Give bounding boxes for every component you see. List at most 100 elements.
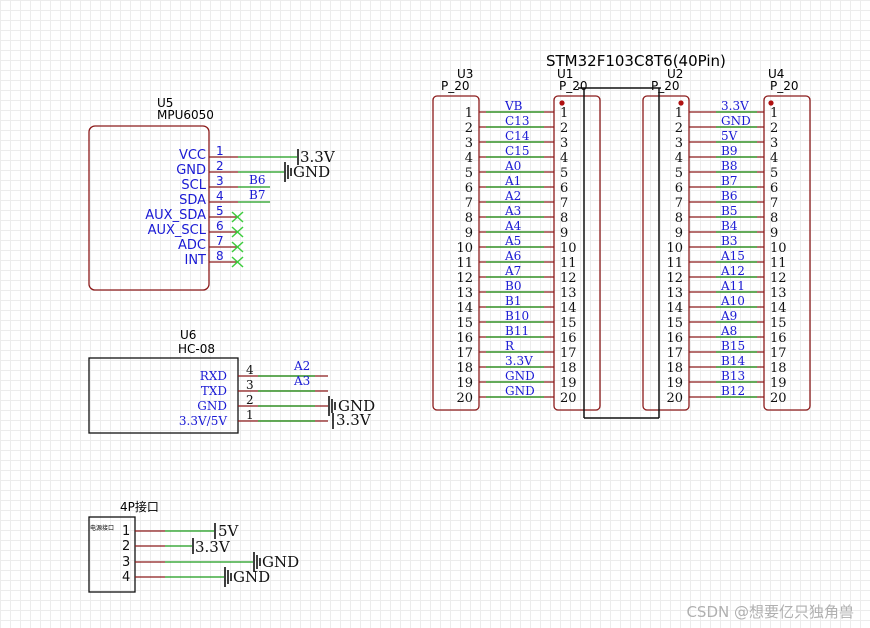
u3-pin-number: 8: [465, 211, 473, 226]
u2-pin-number: 8: [675, 211, 683, 226]
u6-gnd-net: GND: [338, 397, 375, 415]
u5-pin-number: 6: [216, 219, 224, 233]
u4-pin-number: 18: [770, 361, 787, 376]
u1-pin-number: 9: [560, 226, 568, 241]
u3-pin-number: 11: [456, 256, 473, 271]
left-net-label: A3: [504, 204, 521, 218]
u5-pin-name: AUX_SDA: [145, 208, 206, 223]
u1-body: [553, 95, 601, 411]
u4-part-name: P_20: [770, 79, 799, 93]
u6-pin-number: 2: [246, 393, 254, 407]
u2-pin-number: 11: [666, 256, 683, 271]
left-net-label: B1: [505, 294, 521, 308]
connector-part-name: 4P接口: [120, 499, 159, 514]
u3-pin-number: 3: [465, 136, 473, 151]
connector-gnd-net-1: GND: [262, 553, 299, 571]
u6-txd-net: A3: [293, 374, 310, 388]
header-u4[interactable]: U4 P_20: [763, 67, 811, 411]
u2-pin-number: 18: [666, 361, 683, 376]
left-net-label: A0: [504, 159, 521, 173]
u1-pin-number: 6: [560, 181, 568, 196]
u1-pin1-marker: [559, 100, 565, 106]
u3-pin-number: 17: [456, 346, 473, 361]
left-net-label: GND: [505, 384, 535, 398]
u1-pin-number: 3: [560, 136, 568, 151]
u2-pin-number: 3: [675, 136, 683, 151]
left-net-label: A1: [504, 174, 521, 188]
4p-connector-component[interactable]: 4P接口 电源接口: [88, 499, 159, 593]
u6-pin-number: 1: [246, 408, 254, 422]
u5-pin-number: 4: [216, 189, 224, 203]
left-net-label: B11: [505, 324, 529, 338]
header-u2[interactable]: U2 P_20: [642, 67, 690, 411]
u1-pin-number: 4: [560, 151, 568, 166]
connector-gnd-net-2: GND: [233, 568, 270, 586]
stm32-board-outline: [578, 87, 661, 419]
u5-pin-number: 8: [216, 249, 224, 263]
u3-pin-number: 14: [456, 301, 473, 316]
right-net-label: 5V: [721, 129, 738, 143]
u2-body: [642, 95, 690, 411]
u4-pin-number: 8: [770, 211, 778, 226]
u5-scl-net: B6: [249, 173, 265, 187]
right-net-label: B3: [721, 234, 737, 248]
u4-pin-number: 11: [770, 256, 787, 271]
u6-rxd-net: A2: [293, 359, 310, 373]
u3-pin-number: 20: [456, 391, 473, 406]
u1-designator: U1: [557, 67, 573, 81]
right-net-label: A8: [720, 324, 737, 338]
u2-pin1-marker: [678, 100, 684, 106]
u3-pin-number: 19: [456, 376, 473, 391]
u5-pin-name: INT: [185, 253, 207, 268]
u1-pin-number: 10: [560, 241, 577, 256]
u4-pin1-marker: [768, 100, 774, 106]
mpu6050-component[interactable]: U5 MPU6050: [88, 96, 214, 291]
header-u3[interactable]: U3 P_20: [432, 67, 480, 411]
left-net-label: C15: [505, 144, 529, 158]
hc08-component[interactable]: U6 HC-08: [88, 328, 239, 434]
u4-pin-number: 7: [770, 196, 778, 211]
u2-pin-number: 2: [675, 121, 683, 136]
u1-pin-number: 18: [560, 361, 577, 376]
u2-pin-number: 19: [666, 376, 683, 391]
u4-pin-number: 14: [770, 301, 787, 316]
u5-pin-name: SDA: [179, 193, 206, 208]
u3-pin-number: 6: [465, 181, 473, 196]
left-net-label: C13: [505, 114, 529, 128]
u4-pin-number: 15: [770, 316, 787, 331]
u2-pin-number: 17: [666, 346, 683, 361]
header-u1[interactable]: U1 P_20: [553, 67, 601, 411]
u5-no-connect-b: [231, 241, 244, 253]
right-net-label: B4: [721, 219, 738, 233]
u4-pin-number: 13: [770, 286, 787, 301]
u6-vcc-net: 3.3V: [336, 411, 372, 429]
u5-no-connect-b: [231, 211, 244, 223]
u5-pin-number: 5: [216, 204, 224, 218]
left-net-label: R: [505, 339, 515, 353]
u3-pin-number: 10: [456, 241, 473, 256]
u4-pin-number: 12: [770, 271, 787, 286]
u5-pin-number: 3: [216, 174, 224, 188]
csdn-watermark: CSDN @想要亿只独角兽: [686, 603, 854, 621]
u3-pin-number: 16: [456, 331, 473, 346]
u2-pin-number: 4: [675, 151, 683, 166]
u1-pin-number: 1: [560, 106, 568, 121]
right-net-label: B9: [721, 144, 737, 158]
u4-pin-number: 3: [770, 136, 778, 151]
u3-pin-number: 4: [465, 151, 473, 166]
u3-pin-number: 5: [465, 166, 473, 181]
right-net-label: B5: [721, 204, 737, 218]
u5-sda-net: B7: [249, 188, 265, 202]
u5-no-connect-b: [231, 256, 244, 268]
right-net-label: B13: [721, 369, 745, 383]
right-net-label: 3.3V: [721, 99, 749, 113]
u3-pin-number: 9: [465, 226, 473, 241]
right-net-label: B7: [721, 174, 737, 188]
u4-pin-number: 6: [770, 181, 778, 196]
u1-pin-number: 11: [560, 256, 577, 271]
u2-pin-number: 20: [666, 391, 683, 406]
u3-body: [432, 95, 480, 411]
left-net-label: A5: [504, 234, 521, 248]
board-title: STM32F103C8T6(40Pin): [546, 52, 726, 70]
